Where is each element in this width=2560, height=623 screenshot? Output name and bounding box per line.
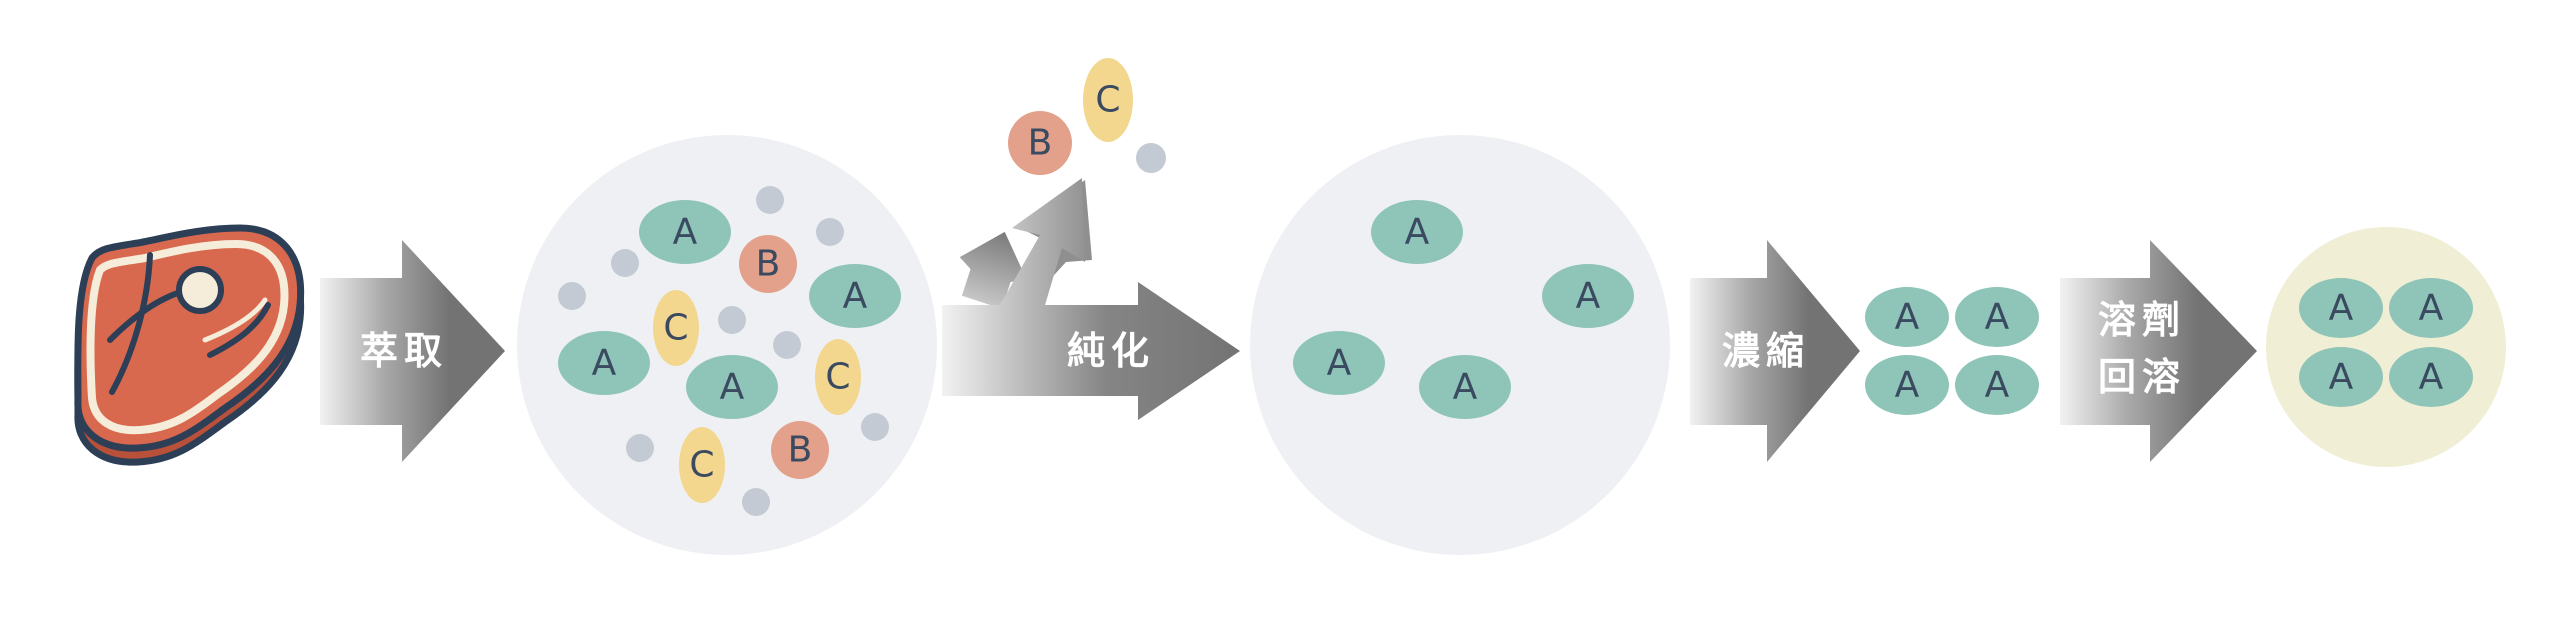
molecule-a: A: [1419, 355, 1511, 419]
crude-mixture-circle: A B A C A A C C: [517, 135, 937, 555]
impurity-dot: [1136, 143, 1166, 173]
purified-circle: A A A A: [1250, 135, 1670, 555]
purify-label: 純化: [1067, 329, 1155, 373]
molecule-b: B: [739, 235, 797, 293]
molecule-a: A: [1865, 355, 1949, 415]
molecule-a: A: [2299, 347, 2383, 407]
removed-impurities: B C: [1008, 58, 1166, 175]
molecule-a: A: [2299, 278, 2383, 338]
concentrate-arrow: 濃縮: [1690, 240, 1860, 462]
svg-text:A: A: [1453, 367, 1478, 408]
molecule-b: B: [771, 421, 829, 479]
molecule-a: A: [639, 200, 731, 264]
molecule-a: A: [1955, 355, 2039, 415]
svg-text:A: A: [2329, 288, 2354, 329]
concentrated-cluster: A A A A: [1865, 287, 2039, 415]
molecule-a: A: [1371, 200, 1463, 264]
meat-steak-icon: [74, 224, 305, 466]
redissolve-arrow: 溶劑 回溶: [2060, 240, 2257, 462]
molecule-a: A: [558, 331, 650, 395]
impurity-dot: [558, 186, 889, 516]
molecule-a: A: [2389, 278, 2473, 338]
molecule-a: A: [686, 355, 778, 419]
svg-text:B: B: [756, 244, 781, 285]
redissolve-label-line2: 回溶: [2098, 355, 2186, 399]
svg-text:A: A: [1576, 276, 1601, 317]
molecule-a: A: [1955, 287, 2039, 347]
extract-label: 萃取: [360, 329, 448, 373]
redissolve-label-line1: 溶劑: [2098, 298, 2186, 342]
svg-text:A: A: [2419, 357, 2444, 398]
molecule-a: A: [2389, 347, 2473, 407]
molecule-c: C: [653, 290, 699, 366]
svg-text:C: C: [825, 357, 850, 398]
svg-text:A: A: [1985, 297, 2010, 338]
svg-text:A: A: [673, 212, 698, 253]
svg-text:A: A: [2329, 357, 2354, 398]
svg-text:A: A: [1985, 365, 2010, 406]
molecule-a: A: [1542, 264, 1634, 328]
molecule-c: C: [815, 339, 861, 415]
purify-arrow: 純化: [942, 178, 1240, 420]
concentrate-label: 濃縮: [1722, 329, 1810, 373]
molecule-a: A: [1293, 331, 1385, 395]
extract-arrow: 萃取: [320, 240, 505, 462]
svg-text:A: A: [592, 343, 617, 384]
molecule-b: B: [1008, 111, 1072, 175]
svg-text:A: A: [1895, 297, 1920, 338]
svg-text:A: A: [843, 276, 868, 317]
molecule-c: C: [1083, 58, 1133, 142]
svg-text:C: C: [1095, 80, 1120, 121]
svg-text:A: A: [2419, 288, 2444, 329]
svg-text:B: B: [788, 430, 813, 471]
molecule-a: A: [1865, 287, 1949, 347]
svg-text:A: A: [1405, 212, 1430, 253]
svg-text:A: A: [1327, 343, 1352, 384]
molecule-a: A: [809, 264, 901, 328]
svg-text:B: B: [1028, 123, 1053, 164]
molecule-c: C: [679, 427, 725, 503]
svg-text:A: A: [720, 367, 745, 408]
svg-text:C: C: [689, 445, 714, 486]
svg-text:C: C: [663, 308, 688, 349]
final-solution-circle: A A A A: [2266, 227, 2506, 467]
svg-text:A: A: [1895, 365, 1920, 406]
